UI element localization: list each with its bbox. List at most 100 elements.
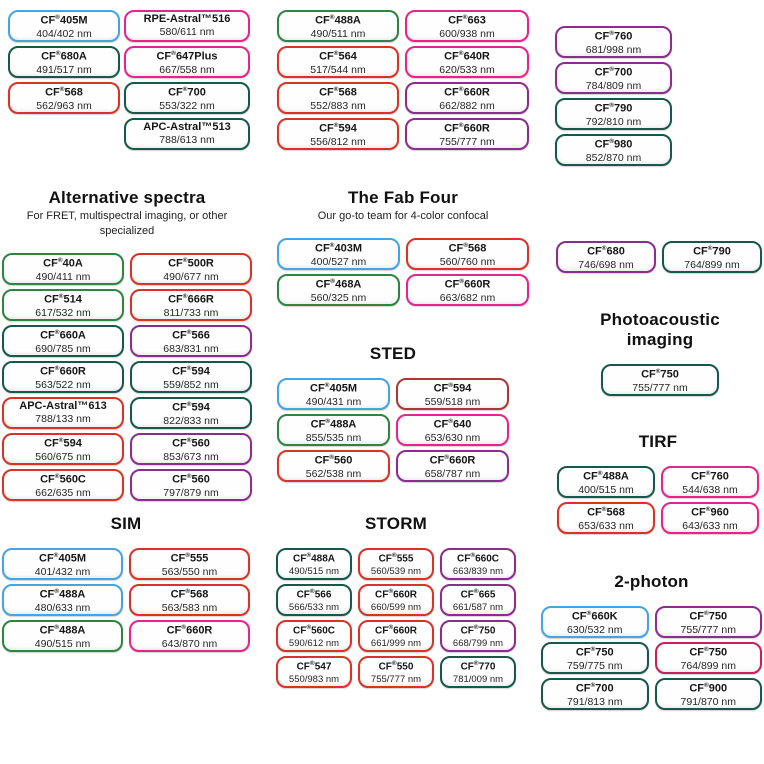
- registered-mark: ®: [463, 242, 469, 250]
- dye-ex-em: 663/682 nm: [439, 291, 496, 304]
- registered-mark: ®: [590, 646, 596, 654]
- dye-ex-em: 811/733 nm: [163, 306, 219, 319]
- dye-name: CF®594: [433, 382, 472, 395]
- dye-name: CF®488A: [292, 552, 336, 565]
- dye-name: CF®566: [296, 588, 332, 601]
- dye-name: CF®660R: [444, 278, 491, 291]
- dye-ex-em: 668/799 nm: [452, 637, 504, 649]
- registered-mark: ®: [54, 624, 60, 632]
- registered-mark: ®: [609, 66, 615, 74]
- dye-ex-em: 630/532 nm: [567, 623, 623, 636]
- dye-ex-em: 784/809 nm: [585, 79, 642, 92]
- dye-name: CF®568: [448, 242, 487, 255]
- dye-name: CF®790: [693, 245, 731, 258]
- dye-ex-em: 661/999 nm: [370, 637, 422, 649]
- registered-mark: ®: [186, 437, 192, 445]
- dye-ex-em: 788/133 nm: [35, 413, 91, 425]
- dye-ex-em: 755/777 nm: [632, 381, 688, 394]
- registered-mark: ®: [448, 382, 454, 390]
- dye-name: CF®700: [575, 682, 614, 695]
- dye-ex-em: 746/698 nm: [578, 258, 634, 271]
- registered-mark: ®: [182, 293, 188, 301]
- registered-mark: ®: [473, 624, 479, 632]
- dye-name: CF®488A: [583, 470, 629, 483]
- registered-mark: ®: [333, 50, 339, 58]
- section-subtitle-alternative-spectra: For FRET, multispectral imaging, or othe…: [26, 210, 228, 237]
- registered-mark: ®: [655, 368, 661, 376]
- registered-mark: ®: [325, 418, 331, 426]
- dye-name: CF®660R: [429, 454, 476, 467]
- registered-mark: ®: [601, 245, 607, 253]
- registered-mark: ®: [185, 588, 191, 596]
- dye-name: CF®566: [172, 329, 210, 342]
- dye-ex-em: 590/612 nm: [288, 637, 340, 649]
- dye-ex-em: 662/882 nm: [439, 99, 495, 112]
- dye-ex-em: 617/532 nm: [35, 306, 91, 319]
- dye-name: CF®560C: [40, 473, 86, 486]
- dye-ex-em: 517/544 nm: [310, 63, 366, 76]
- dye-ex-em: 401/432 nm: [34, 565, 91, 578]
- dye-ex-em: 781/009 nm: [452, 673, 504, 685]
- registered-mark: ®: [309, 660, 315, 668]
- dye-name: CF®660R: [40, 365, 86, 378]
- registered-mark: ®: [388, 588, 394, 596]
- dye-ex-em: 556/812 nm: [310, 135, 366, 148]
- registered-mark: ®: [459, 278, 465, 286]
- dye-name: CF®680A: [41, 50, 87, 63]
- registered-mark: ®: [54, 588, 60, 596]
- registered-mark: ®: [55, 14, 60, 22]
- dye-name: APC-Astral™613: [19, 400, 107, 412]
- dye-name: CF®680: [587, 245, 625, 258]
- dye-ex-em: 759/775 nm: [567, 659, 623, 672]
- dye-name: CF®568: [45, 86, 83, 99]
- dye-ex-em: 667/558 nm: [159, 63, 215, 76]
- dye-name: CF®555: [378, 552, 414, 565]
- dye-ex-em: 764/899 nm: [684, 258, 740, 271]
- dye-ex-em: 560/539 nm: [370, 565, 422, 577]
- dye-ex-em: 553/322 nm: [159, 99, 215, 112]
- dye-name: CF®405M: [40, 14, 88, 27]
- registered-mark: ®: [330, 278, 336, 286]
- dye-ex-em: 562/963 nm: [36, 99, 92, 112]
- dye-ex-em: 788/613 nm: [159, 134, 215, 146]
- dye-name: CF®750: [575, 646, 614, 659]
- dye-ex-em: 400/527 nm: [310, 255, 367, 268]
- dye-ex-em: 562/538 nm: [305, 467, 362, 480]
- dye-name: CF®750: [641, 368, 679, 381]
- registered-mark: ®: [458, 50, 464, 58]
- registered-mark: ®: [707, 245, 713, 253]
- registered-mark: ®: [181, 624, 187, 632]
- dye-ex-em: 404/402 nm: [36, 27, 92, 40]
- dye-name: CF®980: [594, 138, 633, 151]
- dye-ex-em: 643/870 nm: [161, 637, 218, 650]
- dye-name: CF®663: [448, 14, 486, 27]
- dye-name: CF®700: [168, 86, 206, 99]
- registered-mark: ®: [473, 588, 479, 596]
- dye-name: CF®560: [314, 454, 353, 467]
- dye-ex-em: 600/938 nm: [439, 27, 495, 40]
- dye-name: CF®594: [44, 437, 82, 450]
- registered-mark: ®: [333, 86, 339, 94]
